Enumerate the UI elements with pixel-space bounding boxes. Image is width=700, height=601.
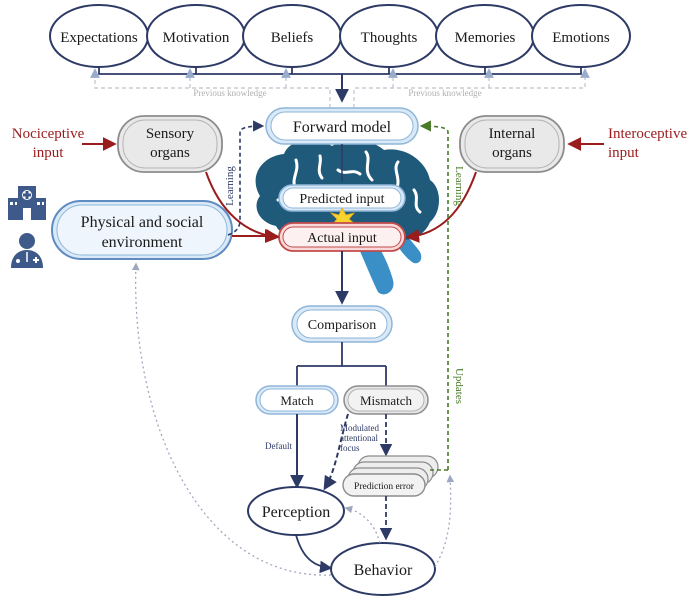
doctor-icon [11,233,43,268]
nociceptive-input-label-1: Nociceptive [12,126,85,142]
expectations-label: Expectations [60,30,138,46]
top-connector [98,67,582,103]
forward-model-label: Forward model [293,119,392,136]
beliefs-label: Beliefs [271,30,314,46]
default-label: Default [265,441,292,451]
emotions-label: Emotions [552,30,610,46]
updates-label: Updates [453,368,465,404]
comparison-split [296,342,387,386]
internal-organs-label-2: organs [492,145,532,161]
previous-knowledge-right-label: Previous knowledge [408,88,481,98]
behavior-feedback [131,262,455,576]
learning-right-label: Learning [453,166,465,206]
mismatch-label: Mismatch [360,393,412,408]
sensory-organs-label-2: organs [150,145,190,161]
motivation-label: Motivation [163,30,230,46]
actual-input-label: Actual input [307,231,377,246]
environment-box: Physical and social environment [51,200,233,260]
behavior-label: Behavior [354,562,413,579]
behavior-node: Behavior [330,542,436,596]
input-arrows [82,137,604,243]
perception-to-behavior-arrow [295,534,333,574]
node-thoughts: Thoughts [339,4,439,68]
node-motivation: Motivation [146,4,246,68]
prediction-error-label: Prediction error [354,482,415,492]
predicted-input-label: Predicted input [299,192,384,207]
match-box: Match [255,385,339,415]
perception-node: Perception [247,486,345,536]
modulated-focus-arrow [323,413,349,491]
node-expectations: Expectations [49,4,149,68]
forward-model-box: Forward model [265,107,419,145]
learning-left-label: Learning [224,166,236,206]
previous-knowledge-feedback [90,68,590,108]
node-beliefs: Beliefs [242,4,342,68]
nociceptive-input-label-2: input [33,145,65,161]
modulated-focus-label-2: attentional [340,433,378,443]
internal-organs-label-1: Internal [489,126,536,142]
previous-knowledge-left-label: Previous knowledge [193,88,266,98]
sensory-organs-label-1: Sensory [146,126,195,142]
match-label: Match [280,393,314,408]
mismatch-box: Mismatch [343,385,429,415]
thoughts-label: Thoughts [361,30,418,46]
modulated-focus-label-1: Modulated [340,423,379,433]
sensory-organs-box: Sensory organs [117,115,223,173]
internal-organs-box: Internal organs [459,115,565,173]
node-emotions: Emotions [531,4,631,68]
interoceptive-input-label-1: Interoceptive [608,126,687,142]
environment-label-2: environment [102,234,183,251]
predicted-input-box: Predicted input [278,184,406,212]
perception-label: Perception [262,504,330,521]
comparison-label: Comparison [308,318,376,333]
prediction-error-stack: Prediction error [342,455,439,497]
interoceptive-input-label-2: input [608,145,640,161]
hospital-icon [8,186,46,220]
comparison-box: Comparison [291,305,393,343]
actual-input-box: Actual input [278,222,406,252]
modulated-focus-label-3: focus [340,443,360,453]
node-memories: Memories [435,4,535,68]
memories-label: Memories [455,30,516,46]
top-nodes: Expectations Motivation Beliefs Thoughts… [49,4,631,68]
learning-arrows [227,120,449,470]
environment-label-1: Physical and social [81,214,204,231]
